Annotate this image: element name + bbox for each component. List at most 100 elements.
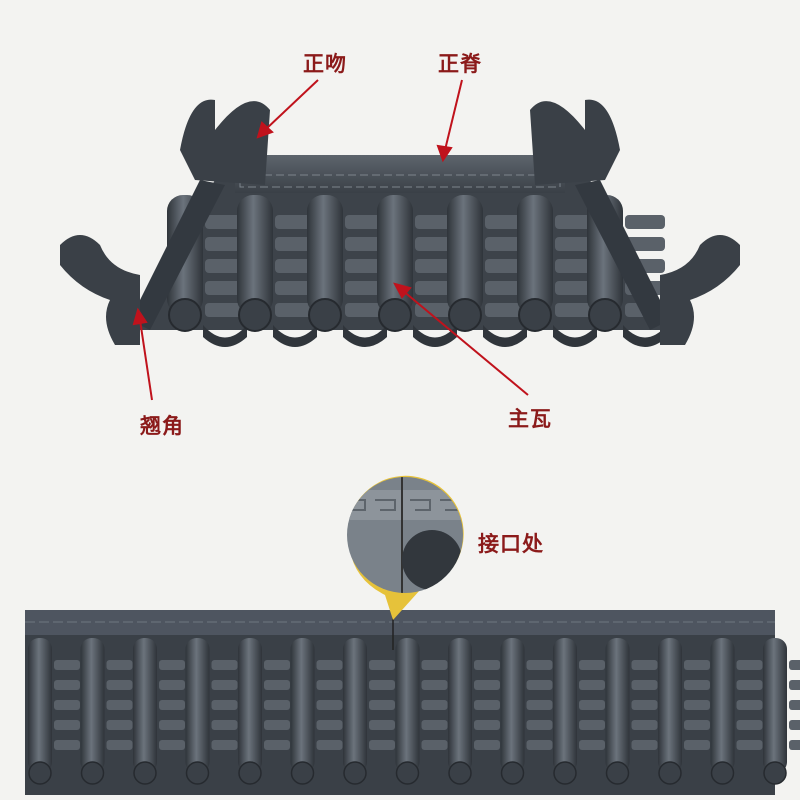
flat-tile (485, 259, 525, 273)
tile-column (500, 638, 553, 785)
flat-tile (275, 259, 315, 273)
tile-column (658, 638, 710, 785)
flat-tile (485, 215, 525, 229)
flat-tile (555, 259, 595, 273)
flat-tile (415, 259, 455, 273)
flat-tile (736, 700, 763, 710)
tile-column (290, 638, 343, 785)
cylinder-tile (133, 638, 157, 773)
flat-tile (316, 680, 343, 690)
tile-end-cap (605, 761, 630, 785)
label-joint: 接口处 (478, 532, 544, 556)
flat-tile (54, 680, 80, 690)
cylinder-tile (763, 638, 787, 773)
flat-tile (631, 660, 658, 670)
drip-tile (413, 325, 457, 347)
flat-tile (159, 660, 185, 670)
flat-tile (625, 215, 665, 229)
flat-tile (526, 680, 553, 690)
flat-tile (264, 700, 290, 710)
flat-tile (789, 660, 800, 670)
annotation-arrows (132, 79, 529, 401)
tile-column (237, 195, 317, 347)
flat-tile (211, 700, 238, 710)
flat-tile (264, 660, 290, 670)
drip-tile (553, 325, 597, 347)
flat-tile (275, 281, 315, 295)
tile-end-cap (168, 298, 202, 332)
flat-tile (211, 680, 238, 690)
tile-column (553, 638, 605, 785)
tile-end-cap (378, 298, 412, 332)
tile-end-cap (343, 761, 367, 785)
tile-end-cap (763, 761, 787, 785)
flat-tile (579, 660, 605, 670)
flat-tile (474, 680, 500, 690)
tile-end-cap (238, 298, 272, 332)
flat-tile (789, 700, 800, 710)
flat-tile (369, 740, 395, 750)
tile-end-cap (658, 761, 682, 785)
flat-tile (159, 720, 185, 730)
flat-tile (369, 720, 395, 730)
flat-tile (579, 700, 605, 710)
flat-tile (684, 720, 710, 730)
flat-tile (789, 720, 800, 730)
flat-tile (631, 740, 658, 750)
tile-end-cap (518, 298, 552, 332)
flat-tile (205, 281, 245, 295)
flat-tile (205, 237, 245, 251)
right-hip-ridge (575, 180, 670, 330)
tile-column (517, 195, 597, 347)
tile-end-cap (395, 761, 420, 785)
left-hip-ridge (130, 180, 225, 330)
tile-column (447, 195, 527, 347)
tile-end-cap (185, 761, 210, 785)
cylinder-tile (447, 195, 483, 315)
tile-column (710, 638, 763, 785)
tile-end-cap (448, 761, 472, 785)
tile-end-cap (588, 298, 622, 332)
flat-tile (421, 660, 448, 670)
tile-column (605, 638, 658, 785)
tile-column (28, 638, 80, 785)
flat-tile (421, 740, 448, 750)
flat-tile (526, 720, 553, 730)
tile-end-cap (238, 761, 262, 785)
flat-tile (205, 215, 245, 229)
flat-tile (54, 720, 80, 730)
flat-tile (579, 740, 605, 750)
cylinder-tile (80, 638, 105, 773)
flat-tile (275, 215, 315, 229)
flat-tile (625, 237, 665, 251)
flat-tile (159, 680, 185, 690)
upturned-eave-left (60, 235, 140, 345)
arrow-eave (139, 319, 153, 401)
flat-tile (474, 660, 500, 670)
flat-tile (264, 740, 290, 750)
flat-tile (684, 740, 710, 750)
joint-callout (347, 475, 464, 620)
label-main-ridge: 正脊 (438, 52, 482, 76)
flat-tile (316, 740, 343, 750)
tile-column (343, 638, 395, 785)
arrow-ornament (264, 79, 319, 131)
arrow-tile (401, 289, 529, 396)
tile-column (448, 638, 500, 785)
flat-tile (579, 720, 605, 730)
cylinder-tile (553, 638, 577, 773)
flat-tile (555, 281, 595, 295)
tile-end-cap (553, 761, 577, 785)
arrowhead (256, 121, 274, 139)
flat-tile (54, 700, 80, 710)
drip-tile (343, 325, 387, 347)
flat-tile (526, 740, 553, 750)
flat-tile (345, 237, 385, 251)
flat-tile (485, 281, 525, 295)
flat-tile (631, 700, 658, 710)
tile-column (80, 638, 133, 785)
cylinder-tile (290, 638, 315, 773)
flat-tile (555, 303, 595, 317)
flat-tile (106, 700, 133, 710)
cylinder-tile (185, 638, 210, 773)
